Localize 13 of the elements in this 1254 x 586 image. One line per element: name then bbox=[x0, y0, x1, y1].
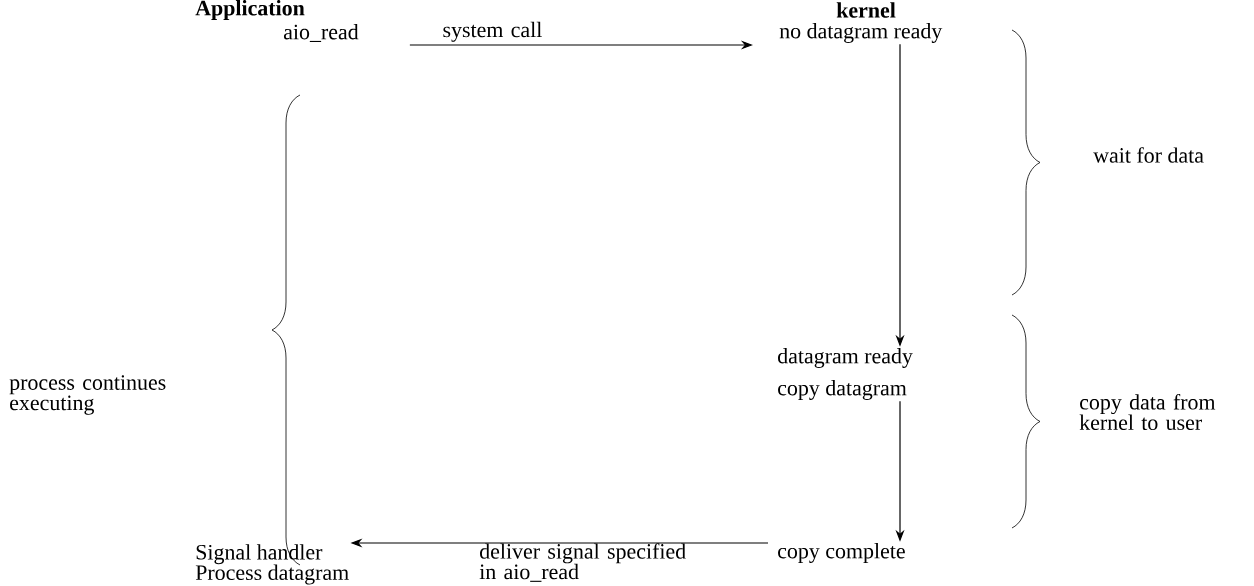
handler-text: Signal handler Process datagram bbox=[195, 544, 349, 585]
column-heading: kernel bbox=[836, 2, 896, 18]
edge-label: deliver signal specified in aio_read bbox=[479, 543, 686, 582]
phase-label: process continues executing bbox=[9, 375, 166, 415]
phase-label: copy data from kernel to user bbox=[1079, 393, 1216, 431]
edge-label: system call bbox=[443, 21, 542, 42]
state-text: datagram ready bbox=[778, 348, 913, 368]
phase-label: wait for data bbox=[1093, 147, 1204, 163]
call-text: aio_read bbox=[283, 24, 359, 42]
state-text: copy datagram bbox=[778, 380, 907, 400]
state-text: no datagram ready bbox=[779, 23, 943, 43]
state-text: copy complete bbox=[778, 543, 905, 563]
column-heading: Application bbox=[195, 0, 305, 20]
